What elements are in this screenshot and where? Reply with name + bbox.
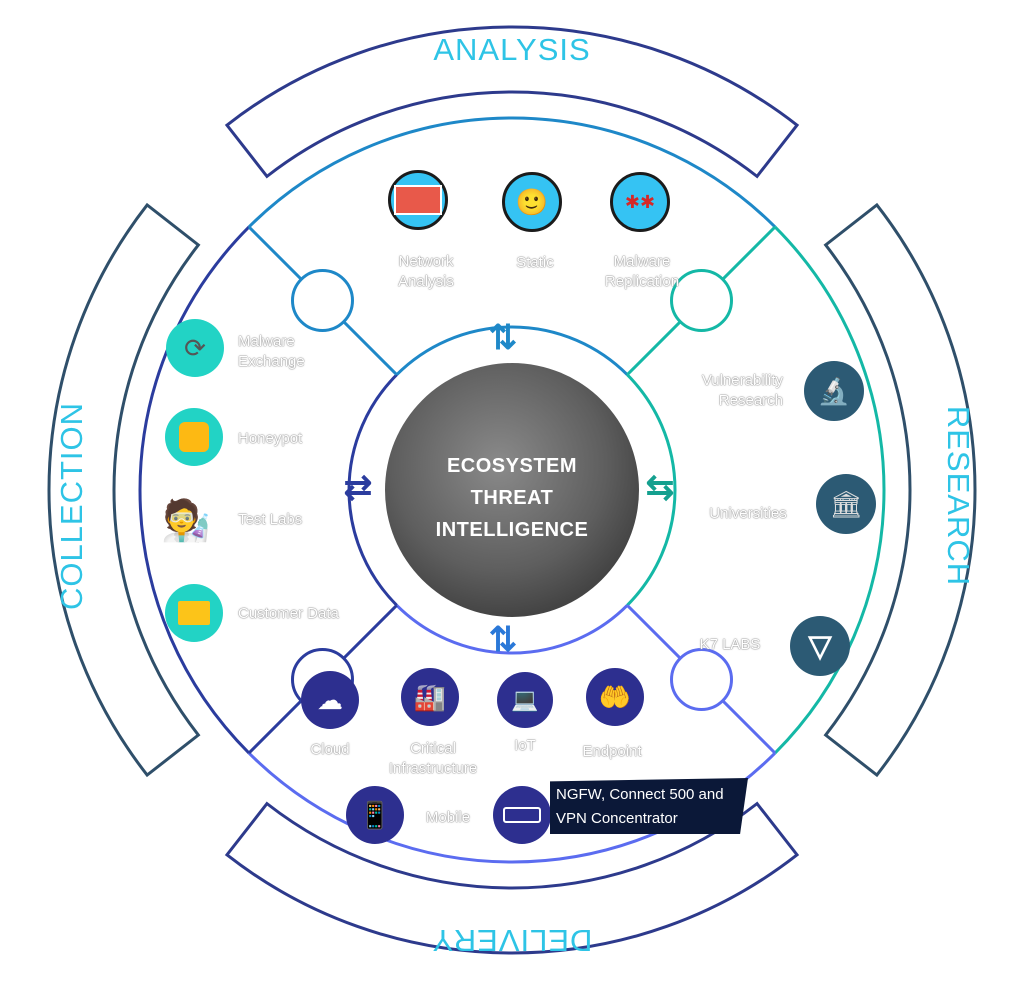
label-cloud: Cloud — [310, 741, 350, 758]
band-collection — [47, 202, 201, 778]
swap-horizontal-arrows-icon: ⇄ — [343, 469, 373, 507]
factory-icon: 🏭 — [401, 668, 459, 726]
folder-user-icon — [165, 584, 223, 642]
label-honeypot: Honeypot — [238, 430, 303, 447]
ring-research — [773, 225, 886, 755]
label-static: Static — [516, 254, 554, 271]
exchange-icon: ⟳ — [166, 319, 224, 377]
label-vulnerability-research: Vulnerability Research — [701, 372, 783, 409]
router-icon — [493, 786, 551, 844]
label-customer-data: Customer Data — [238, 605, 339, 622]
band-label-delivery: DELIVERY — [431, 923, 593, 958]
inner-ring-collection — [347, 373, 398, 607]
inner-ring-analysis — [395, 325, 629, 376]
cloud-icon: ☁ — [301, 671, 359, 729]
honeypot-icon — [165, 408, 223, 466]
ring-analysis — [247, 116, 777, 229]
mobile-icon: 📱 — [346, 786, 404, 844]
band-label-research: RESEARCH — [941, 405, 976, 587]
core-line: THREAT — [470, 487, 554, 509]
band-label-collection: COLLECTION — [54, 401, 89, 611]
scientist-icon: 🧑‍🔬 — [161, 498, 211, 543]
person-avatar-icon: 🙂 — [502, 172, 562, 232]
label-mobile: Mobile — [425, 809, 471, 826]
monitor-chart-icon — [388, 170, 448, 230]
label-critical-infrastructure: Critical Infrastructure — [388, 740, 478, 777]
label-malware-exchange: Malware Exchange — [238, 333, 305, 370]
hand-user-icon: 🤲 — [586, 668, 644, 726]
swap-vertical-arrows-icon: ⇅ — [488, 621, 518, 659]
swap-vertical-arrows-icon: ⇅ — [488, 319, 518, 357]
core-line: ECOSYSTEM — [446, 455, 578, 477]
swap-horizontal-arrows-icon: ⇆ — [645, 469, 675, 507]
label-k7-labs: K7 LABS — [699, 636, 761, 653]
router-tooltip: NGFW, Connect 500 and VPN Concentrator — [550, 778, 748, 834]
bugs-icon: ✱✱ — [610, 172, 670, 232]
ring-collection — [138, 225, 251, 755]
microscope-icon: 🔬 — [804, 361, 864, 421]
band-delivery — [224, 801, 800, 955]
puzzle-notch — [290, 268, 354, 332]
university-icon: 🏛 — [816, 474, 876, 534]
label-test-labs: Test Labs — [238, 511, 303, 528]
inner-ring-research — [626, 373, 677, 607]
puzzle-notch — [670, 648, 734, 712]
band-label-analysis: ANALYSIS — [433, 32, 591, 67]
band-analysis — [224, 25, 800, 179]
label-malware-replication: Malware Replication — [604, 253, 680, 290]
inner-ring-delivery — [395, 604, 629, 655]
iot-network-icon: 💻 — [497, 672, 553, 728]
puzzle-notch — [670, 268, 734, 332]
band-research — [823, 202, 977, 778]
core-title: ECOSYSTEM THREAT INTELLIGENCE — [436, 450, 589, 546]
label-iot: IoT — [514, 737, 536, 754]
core-line: INTELLIGENCE — [435, 519, 589, 541]
core-sphere — [385, 363, 639, 617]
label-endpoint: Endpoint — [582, 743, 642, 760]
label-network-analysis: Network Analysis — [398, 253, 454, 290]
k7-logo-icon: ▽ — [790, 616, 850, 676]
label-universities: Universities — [709, 505, 787, 522]
